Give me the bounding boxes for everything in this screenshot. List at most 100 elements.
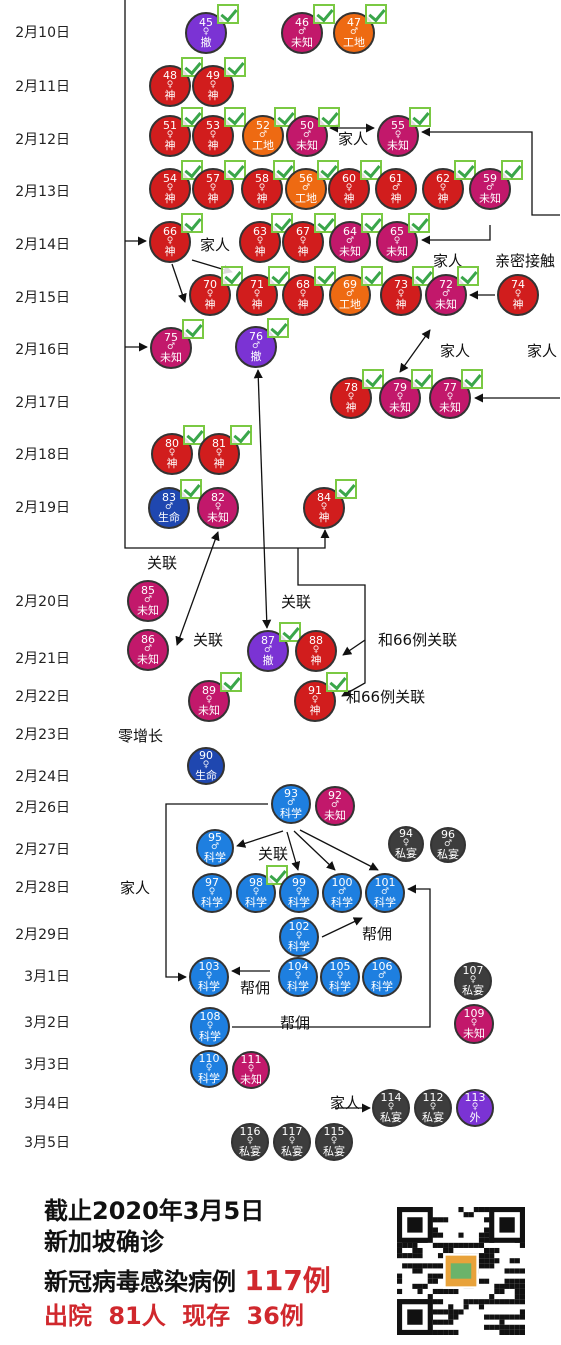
qr-module	[519, 1309, 525, 1315]
cluster-tag: 科学	[288, 940, 310, 953]
case-number: 99	[292, 876, 306, 889]
qr-module	[407, 1242, 413, 1248]
qr-module	[427, 1263, 433, 1269]
relation-label: 帮佣	[240, 979, 271, 997]
case-number: 69	[343, 278, 357, 291]
qr-module	[427, 1278, 433, 1284]
case-number: 79	[393, 381, 407, 394]
sex-symbol-icon: ♀	[295, 887, 303, 897]
case-105-node: 105♀科学	[320, 957, 360, 997]
discharged-check-icon	[412, 266, 434, 286]
qr-module	[494, 1314, 500, 1320]
sex-symbol-icon: ♂	[391, 183, 401, 193]
sex-symbol-icon: ♂	[286, 798, 296, 808]
cluster-tag: 撤	[200, 36, 212, 49]
case-number: 75	[164, 331, 178, 344]
qr-module	[397, 1247, 403, 1254]
qr-module	[427, 1294, 433, 1300]
qr-module	[448, 1319, 454, 1325]
case-number: 113	[464, 1091, 486, 1104]
qr-module	[453, 1288, 459, 1295]
cluster-tag: 神	[207, 139, 219, 152]
qr-module	[437, 1329, 444, 1335]
qr-module	[499, 1299, 505, 1305]
sex-symbol-icon: ♀	[470, 1018, 478, 1028]
qr-module	[437, 1288, 444, 1295]
sex-symbol-icon: ♀	[166, 236, 174, 246]
sex-symbol-icon: ♀	[209, 130, 217, 140]
qr-module	[437, 1273, 444, 1279]
discharged-check-icon	[411, 369, 433, 389]
discharged-check-icon	[365, 4, 387, 24]
discharged-check-icon	[360, 160, 382, 180]
sex-symbol-icon: ♂	[330, 800, 340, 810]
discharged-check-icon	[408, 213, 430, 233]
qr-module	[458, 1242, 464, 1248]
status-line: 出院 81人 现存 36例	[44, 1299, 331, 1333]
qr-module	[478, 1232, 485, 1238]
cluster-tag: 撤	[250, 350, 262, 363]
qr-module	[417, 1268, 423, 1274]
sex-symbol-icon: ♂	[485, 183, 495, 193]
qr-module	[432, 1227, 438, 1233]
sex-symbol-icon: ♂	[302, 130, 312, 140]
date-label: 2月14日	[15, 237, 70, 253]
case-number: 82	[211, 491, 225, 504]
qr-module	[432, 1263, 438, 1269]
qr-module	[422, 1263, 428, 1269]
case-number: 90	[199, 749, 213, 762]
qr-module	[494, 1247, 500, 1254]
qr-module	[519, 1294, 525, 1300]
cluster-tag: 神	[254, 245, 266, 258]
case-number: 46	[295, 16, 309, 29]
qr-module	[432, 1309, 438, 1315]
cluster-tag: 外	[469, 1111, 481, 1124]
case-number: 52	[256, 119, 270, 132]
cluster-tag: 未知	[463, 1027, 485, 1040]
qr-module	[468, 1299, 474, 1305]
cluster-tag: 神	[310, 654, 322, 667]
case-number: 77	[443, 381, 457, 394]
qr-module	[519, 1299, 525, 1305]
discharged-check-icon	[361, 213, 383, 233]
date-label: 2月23日	[15, 727, 70, 743]
connector-line	[421, 127, 560, 216]
qr-module	[509, 1283, 515, 1289]
sex-symbol-icon: ♀	[469, 975, 477, 985]
qr-module	[478, 1237, 485, 1243]
discharged-check-icon	[279, 622, 301, 642]
case-109-node: 109♀未知	[454, 1004, 494, 1044]
qr-module	[407, 1217, 423, 1233]
discharged-check-icon	[313, 4, 335, 24]
sex-symbol-icon: ♂	[345, 236, 355, 246]
cluster-tag: 科学	[198, 1072, 220, 1085]
date-label: 2月22日	[15, 689, 70, 705]
cluster-tag: 未知	[439, 401, 461, 414]
case-57-node: 57♀神	[192, 168, 234, 210]
qr-module	[463, 1304, 469, 1310]
case-114-node: 114♀私宴	[372, 1089, 410, 1127]
qr-module	[504, 1268, 510, 1274]
qr-module	[432, 1273, 438, 1279]
case-number: 78	[344, 381, 358, 394]
qr-module	[437, 1217, 444, 1223]
qr-module	[448, 1247, 454, 1254]
cluster-tag: 撤	[262, 654, 274, 667]
qr-module	[412, 1263, 418, 1269]
qr-module	[489, 1247, 495, 1254]
qr-module	[509, 1299, 515, 1305]
cluster-tag: 未知	[296, 139, 318, 152]
case-71-node: 71♀神	[236, 274, 278, 316]
cluster-tag: 神	[390, 192, 402, 205]
case-85-node: 85♂未知	[127, 580, 169, 622]
qr-module	[422, 1283, 428, 1289]
case-79-node: 79♀未知	[379, 377, 421, 419]
connector-line	[286, 831, 301, 871]
relation-label: 家人	[120, 879, 151, 897]
case-115-node: 115♀私宴	[315, 1123, 353, 1161]
case-88-node: 88♀神	[295, 630, 337, 672]
as-of-date: 截止2020年3月5日	[44, 1197, 265, 1225]
qr-module	[504, 1314, 510, 1320]
case-number: 87	[261, 634, 275, 647]
case-number: 67	[296, 225, 310, 238]
